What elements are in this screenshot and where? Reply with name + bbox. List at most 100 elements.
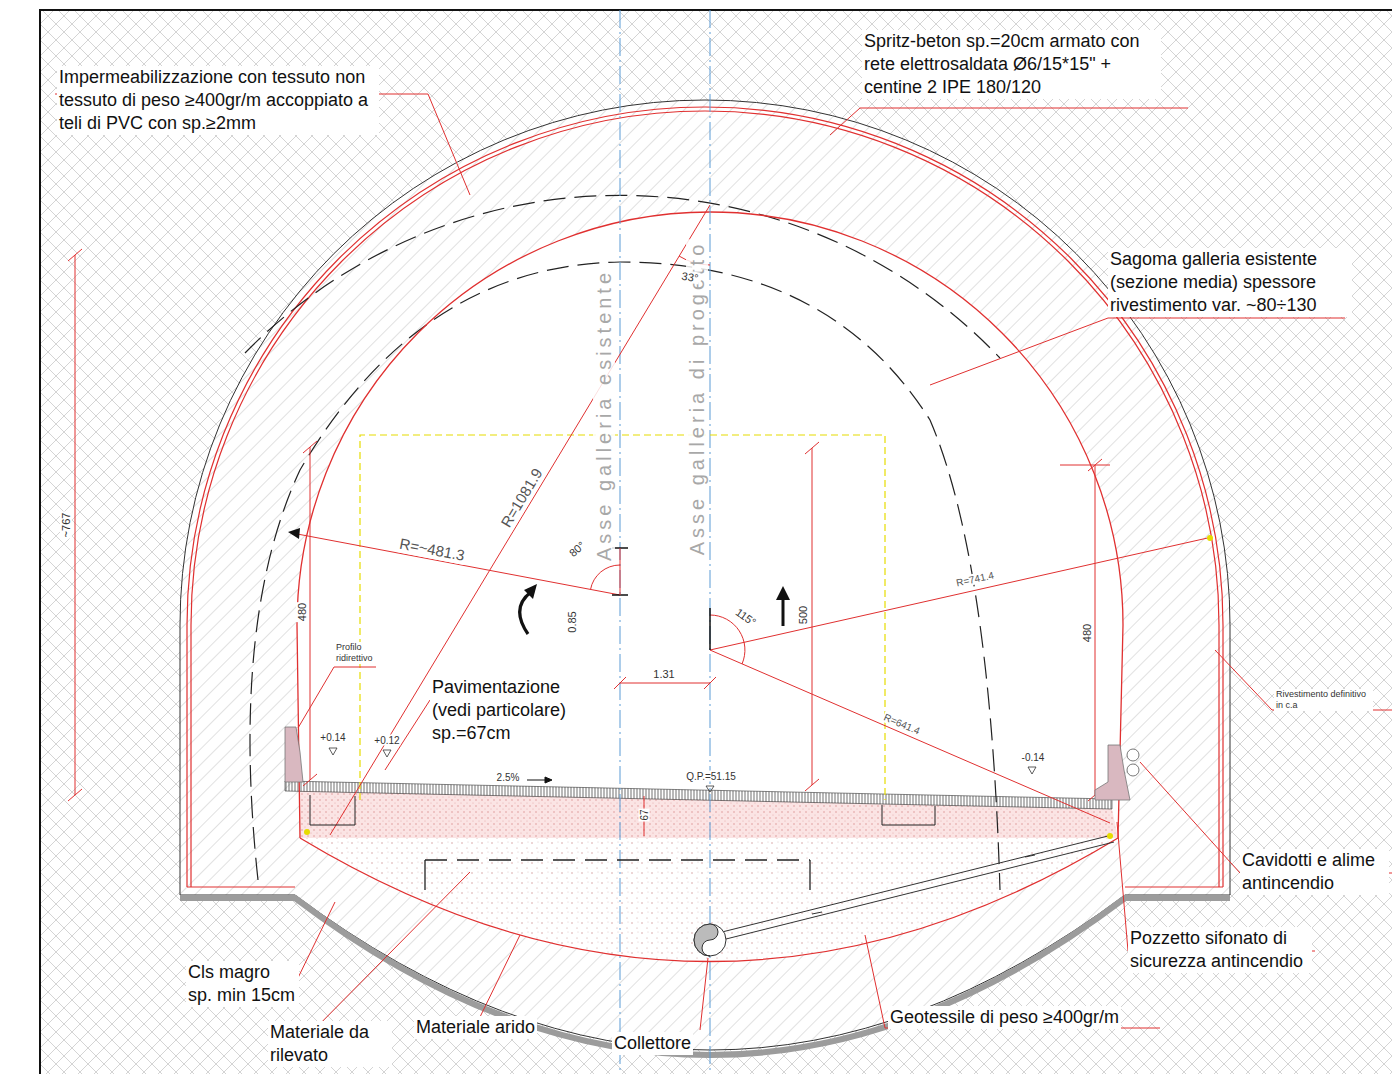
radius-label: R=1081.9 [498,465,547,531]
axis-label: Asse galleria esistente [593,268,615,562]
radius-arrowhead [288,528,300,539]
leader-line [700,958,708,1030]
curb [285,727,1130,800]
radius-label: R=~481.3 [397,535,467,564]
ground-hatch [40,10,1392,1074]
dimension-value: 67 [639,808,650,821]
axis-line [620,10,710,1074]
leader-line [930,318,1345,385]
marker-dot [1207,535,1213,541]
ground-hatch [40,10,1392,1074]
dimension-value: 1.31 [652,668,675,680]
dimension-line [1060,459,1110,801]
axis-line [620,10,621,1074]
angle-label: 115° [733,605,760,629]
curb [1095,745,1130,800]
callout-label: Cls magro sp. min 15cm [186,961,299,1007]
reference-tick [612,548,710,650]
note-label: Rivestimento definitivo in c.a [1274,689,1373,711]
dimension-value: 500 [797,605,809,625]
dimension-line [68,249,1110,836]
level-marker [329,748,1036,792]
foundation-dash [425,860,810,890]
lining-section [180,100,1230,1050]
direction-arrow [782,598,785,626]
existing-tunnel-outline [245,195,1000,358]
callout-label: Collettore [612,1032,693,1055]
ground-hatch [40,10,1392,1074]
clearance-profile [360,435,885,800]
radius-line [292,533,620,595]
dimension-line [620,683,710,684]
lining-section [180,100,1230,1050]
radius-line [330,205,710,835]
level-value: Q.P.=51.15 [685,771,737,782]
leader-line [1215,650,1392,710]
radius-label: R=741.4 [954,569,996,588]
collector-pipe [694,924,718,956]
marker-dot [304,829,310,835]
existing-tunnel-outline [250,262,1000,890]
drain-box [882,805,935,825]
drain-box [310,795,935,825]
drain-box [310,795,355,825]
leader-line [865,935,1160,1028]
cable-duct [1127,749,1139,761]
cable-duct [1127,764,1139,776]
level-value: +0.12 [373,735,400,746]
dimension-value: ~767 [60,512,72,539]
callout-label: Materiale da rilevato [268,1021,392,1067]
dimension-value: 480 [296,602,308,622]
callout-label: Pozzetto sifonato di sicurezza antincend… [1128,927,1312,973]
level-marker [329,748,1036,792]
lining-section [180,100,1230,1050]
leader-line [830,108,1188,135]
marker-dot [304,535,1213,839]
drain-pipe [722,835,1114,939]
callout-label: Impermeabilizzazione con tessuto non tes… [57,66,379,135]
slope-arrow [527,777,552,783]
axis-label: Asse galleria di progetto [686,240,708,557]
level-value: +0.14 [319,732,346,743]
tunnel-interior [285,781,1112,809]
radius-line [710,537,1212,650]
level-value: -0.14 [1021,752,1046,763]
direction-arrow [776,586,790,600]
radius-line [710,615,745,664]
drain-pipe [722,835,1112,932]
dimension-value: 480 [1081,623,1093,643]
radius-line [292,205,1212,835]
direction-arrow [520,584,790,634]
reference-tick [709,608,711,650]
dimension-line [75,255,76,795]
dimension-line [620,548,621,595]
radius-line [591,565,621,590]
curb [285,727,303,782]
callout-label: Cavidotti e alime antincendio [1240,849,1389,895]
tunnel-interior [285,212,1123,962]
dimension-value: 0.85 [566,610,578,633]
cable-duct [1127,749,1139,776]
callout-label: Pavimentazione (vedi particolare) sp.=67… [430,676,594,745]
angle-label: 33° [680,269,700,284]
leader-line [298,667,376,728]
leader-line [55,94,1392,1044]
direction-arrow [520,592,531,634]
leader-line [480,935,520,1017]
direction-arrow [524,584,537,599]
callout-label: Materiale arido [414,1016,537,1039]
foundation-dash [425,859,810,860]
collector-pipe [694,924,726,956]
existing-tunnel-outline [245,195,1000,890]
radius-arrowhead [288,528,300,539]
slope-arrow [545,777,552,783]
marker-dot [1107,833,1113,839]
clearance-profile [360,435,885,800]
note-label: Profilo ridirettivo [334,642,390,664]
radius-label: R=641.4 [881,711,922,737]
dimension-line [1095,465,1096,795]
callout-label: Sagoma galleria esistente (sezione media… [1108,248,1352,317]
drain-pipe [812,855,1035,914]
